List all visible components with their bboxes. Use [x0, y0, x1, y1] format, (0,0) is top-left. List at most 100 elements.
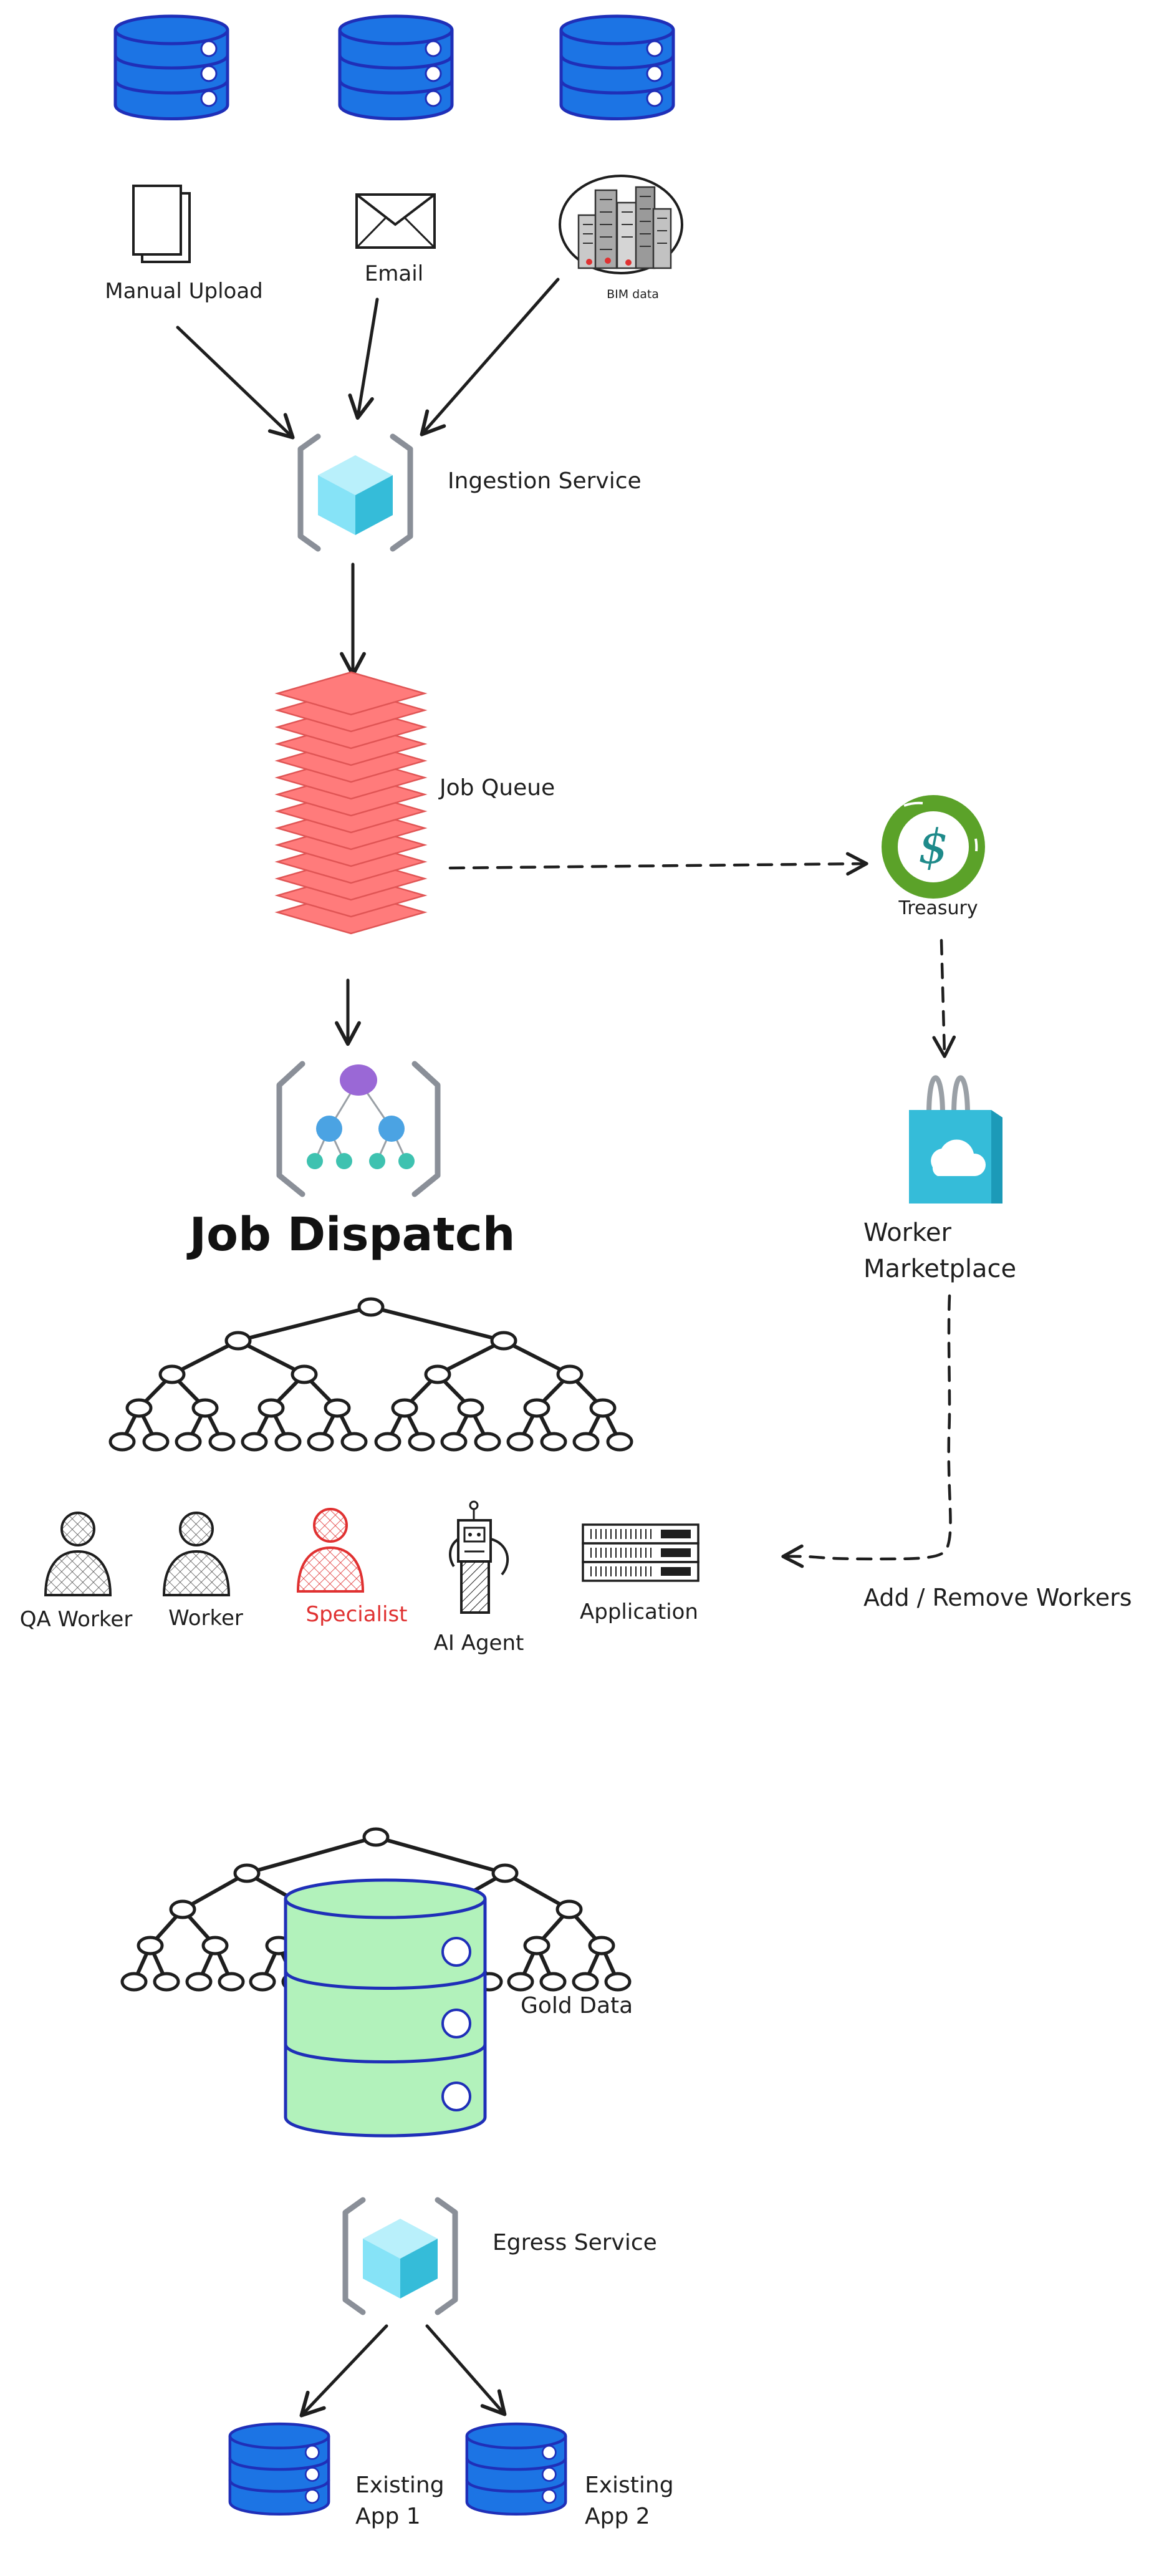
- worker-label-specialist: Specialist: [306, 1602, 408, 1627]
- tree-node: [506, 1432, 534, 1452]
- tree-node: [241, 1432, 268, 1452]
- tree-node: [324, 1398, 351, 1418]
- tree-node: [257, 1398, 285, 1418]
- tree-node: [374, 1432, 401, 1452]
- source-database-2: [340, 16, 452, 119]
- source-label-bim-data: BIM data: [607, 287, 659, 301]
- tree-node: [185, 1972, 213, 1992]
- tree-node: [408, 1432, 435, 1452]
- tree-node: [340, 1432, 368, 1452]
- tree-node: [233, 1863, 261, 1883]
- tree-node: [158, 1364, 186, 1384]
- tree-node: [191, 1398, 219, 1418]
- tree-node: [274, 1432, 302, 1452]
- tree-node: [357, 1297, 385, 1317]
- job-dispatch-label: Job Dispatch: [186, 1208, 516, 1261]
- tree-node: [490, 1331, 517, 1351]
- existing-app-2-database-icon: [467, 2424, 565, 2514]
- tree-node: [440, 1432, 468, 1452]
- server-rack-icon: [582, 1523, 699, 1582]
- tree-node: [589, 1398, 617, 1418]
- tree-node: [291, 1364, 318, 1384]
- qa-worker-person-icon: [44, 1512, 112, 1596]
- tree-edge: [236, 1339, 306, 1376]
- existing-app-2-label-line1: Existing: [585, 2472, 674, 2498]
- ingestion-service-label: Ingestion Service: [448, 468, 642, 494]
- tree-node: [208, 1432, 236, 1452]
- buildings-icon: [559, 175, 683, 274]
- tree-node: [169, 1899, 196, 1919]
- tree-node: [523, 1398, 550, 1418]
- svg-text:$: $: [918, 819, 948, 874]
- tree-edge: [170, 1339, 240, 1376]
- add-remove-workers-label: Add / Remove Workers: [863, 1584, 1132, 1611]
- documents-icon: [132, 185, 191, 263]
- gold-data-label: Gold Data: [521, 1993, 633, 2019]
- hierarchy-icon: [276, 1061, 441, 1197]
- queue-layer: [274, 671, 428, 716]
- tree-node: [201, 1936, 229, 1956]
- tree-node: [307, 1432, 334, 1452]
- tree-edge: [369, 1305, 506, 1343]
- treasury-label: Treasury: [898, 897, 978, 919]
- worker-label-ai-agent: AI Agent: [434, 1631, 524, 1656]
- source-label-manual-upload: Manual Upload: [105, 279, 263, 304]
- tree-node: [540, 1432, 567, 1452]
- tree-node: [507, 1972, 534, 1992]
- tree-node: [142, 1432, 170, 1452]
- tree-node: [424, 1364, 451, 1384]
- shopping-bag-cloud-icon: [909, 1075, 1002, 1204]
- tree-node: [175, 1432, 202, 1452]
- tree-node: [224, 1331, 252, 1351]
- existing-app-2-label-line2: App 2: [585, 2504, 650, 2529]
- worker-label-qa: QA Worker: [20, 1607, 133, 1632]
- tree-node: [218, 1972, 245, 1992]
- tree-node: [108, 1432, 136, 1452]
- tree-edge: [503, 1871, 571, 1911]
- dollar-icon: $: [882, 795, 985, 899]
- tree-node: [125, 1398, 153, 1418]
- tree-node: [606, 1432, 633, 1452]
- tree-edge: [181, 1871, 249, 1911]
- tree-edge: [245, 1835, 378, 1875]
- tree-node: [523, 1936, 550, 1956]
- tree-node: [391, 1398, 418, 1418]
- source-database-3: [561, 16, 673, 119]
- egress-service-label: Egress Service: [493, 2230, 657, 2255]
- ingestion-service-icon: [300, 437, 410, 549]
- tree-node: [153, 1972, 180, 1992]
- tree-node: [539, 1972, 567, 1992]
- worker-label-worker: Worker: [168, 1606, 243, 1631]
- robot-icon: [449, 1500, 509, 1614]
- tree-edge: [374, 1835, 507, 1875]
- envelope-icon: [355, 193, 436, 249]
- tree-node: [120, 1972, 148, 1992]
- marketplace-label-line2: Marketplace: [863, 1255, 1016, 1283]
- tree-node: [491, 1863, 519, 1883]
- tree-node: [474, 1432, 501, 1452]
- marketplace-label-line1: Worker: [863, 1218, 951, 1247]
- tree-node: [556, 1364, 584, 1384]
- existing-app-1-database-icon: [230, 2424, 329, 2514]
- source-label-email: Email: [365, 261, 423, 286]
- queue-stack-icon: [274, 671, 428, 935]
- tree-node: [457, 1398, 484, 1418]
- tree-node: [572, 1972, 599, 1992]
- tree-node: [362, 1827, 390, 1847]
- tree-edge: [436, 1339, 506, 1376]
- tree-node: [588, 1936, 615, 1956]
- egress-service-icon: [345, 2200, 455, 2312]
- tree-node: [555, 1899, 583, 1919]
- tree-edge: [502, 1339, 572, 1376]
- tree-node: [572, 1432, 600, 1452]
- tree-node: [604, 1972, 632, 1992]
- existing-app-1-label-line2: App 1: [355, 2504, 421, 2529]
- tree-edge: [236, 1305, 373, 1343]
- tree-node: [137, 1936, 164, 1956]
- dispatch-tree-icon: [108, 1297, 633, 1452]
- specialist-person-icon: [297, 1508, 364, 1593]
- worker-label-application: Application: [580, 1599, 698, 1624]
- worker-person-icon: [163, 1512, 230, 1596]
- source-database-1: [115, 16, 228, 119]
